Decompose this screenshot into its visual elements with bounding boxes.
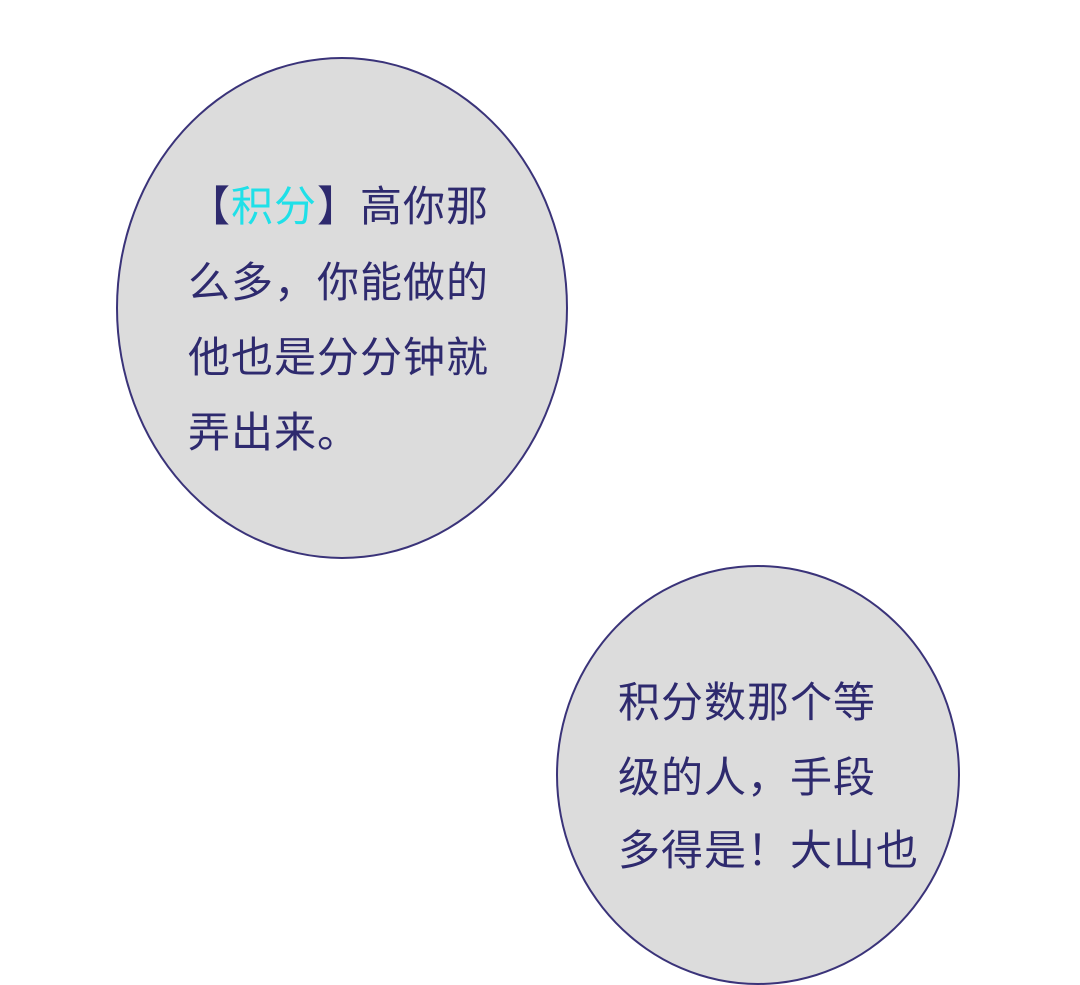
bubble-2-line-1: 积分数那个等 bbox=[618, 678, 877, 727]
open-bracket: 【 bbox=[188, 182, 232, 231]
bubble-1-line-1: 【积分】高你那 bbox=[188, 183, 489, 231]
speech-bubble-2: 积分数那个等 级的人，手段 多得是！大山也 bbox=[556, 565, 960, 985]
keyword-points: 积分 bbox=[231, 182, 318, 231]
bubble-2-line-2: 级的人，手段 bbox=[618, 753, 877, 802]
bubble-1-line-2: 么多，你能做的 bbox=[188, 258, 490, 307]
bubble-2-line-3: 多得是！大山也 bbox=[618, 826, 920, 875]
line-1-rest: 高你那 bbox=[360, 182, 490, 231]
bubble-1-line-4: 弄出来。 bbox=[188, 408, 361, 457]
bubble-1-line-3: 他也是分分钟就 bbox=[188, 333, 490, 382]
close-bracket: 】 bbox=[317, 182, 361, 231]
speech-bubble-1: 【积分】高你那 么多，你能做的 他也是分分钟就 弄出来。 bbox=[116, 57, 568, 559]
